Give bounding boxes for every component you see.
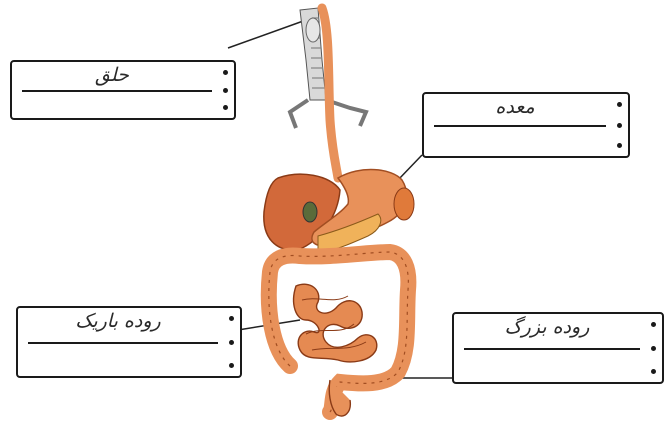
large-intestine-label-box: روده بزرگ [452,312,664,384]
small-intestine-label-line [28,342,218,344]
large-intestine [269,252,409,412]
leader-line-stomach [398,155,422,180]
gallbladder [303,202,317,222]
stomach-label-text: معده [424,96,606,118]
spleen [394,188,414,220]
small-intestine-label-dots [228,316,234,368]
stomach-label-dots [616,102,622,148]
small-intestine [294,284,377,362]
stomach-label-line [434,125,606,127]
throat-label-box: حلق [10,60,236,120]
leader-line-throat [228,20,306,48]
large-intestine-label-line [464,348,640,350]
throat-label-text: حلق [12,64,212,86]
throat-label-line [22,90,212,92]
small-intestine-label-text: روده باریک [18,310,218,332]
stomach-label-box: معده [422,92,630,158]
large-intestine-label-dots [650,322,656,374]
small-intestine-label-box: روده باریک [16,306,242,378]
large-intestine-label-text: روده بزرگ [454,316,640,338]
throat-label-dots [222,70,228,110]
